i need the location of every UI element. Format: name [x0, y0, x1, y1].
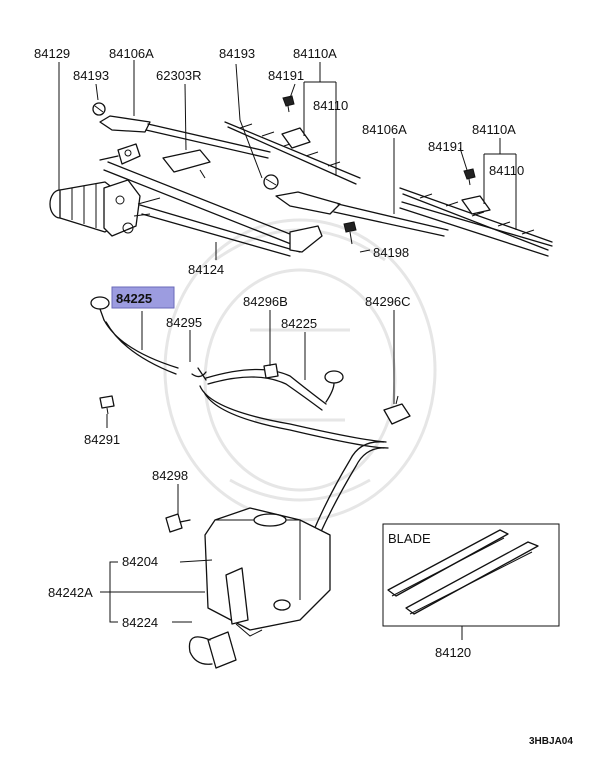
highlight-box	[111, 286, 175, 309]
callout-84191-left: 84191	[268, 68, 304, 83]
washer-hose-84295	[191, 367, 207, 381]
nut-84191-left	[282, 95, 295, 113]
callout-84295: 84295	[166, 315, 202, 330]
blade-box-title: BLADE	[388, 531, 431, 546]
wiper-linkage	[49, 143, 323, 257]
washer-nozzle-right	[324, 370, 344, 403]
callout-84110a-left: 84110A	[293, 46, 337, 61]
wiper-arm-right	[275, 191, 449, 237]
callout-84296b: 84296B	[243, 294, 288, 309]
callout-84106a-left: 84106A	[109, 46, 154, 61]
washer-tank	[204, 507, 331, 637]
diagram-code: 3HBJA04	[529, 736, 573, 747]
callout-84242a: 84242A	[48, 585, 93, 600]
callout-labels: 84129 84106A 84193 84193 62303R 84191 84…	[34, 46, 573, 747]
callout-84291: 84291	[84, 432, 120, 447]
callout-84124: 84124	[188, 262, 224, 277]
bolt-84198	[343, 221, 357, 245]
wiper-arm-left	[99, 115, 271, 159]
callout-84129: 84129	[34, 46, 70, 61]
callout-84193-right: 84193	[219, 46, 255, 61]
callout-62303r: 62303R	[156, 68, 202, 83]
clip-84193-right	[263, 174, 279, 190]
blade-inset	[382, 523, 560, 627]
wiper-blade-left	[224, 121, 361, 185]
callout-84204: 84204	[122, 554, 158, 569]
callout-84193-left: 84193	[73, 68, 109, 83]
washer-nozzle-left	[90, 296, 179, 375]
callout-84298: 84298	[152, 468, 188, 483]
callout-84110-left: 84110	[313, 98, 348, 113]
callout-84191-right: 84191	[428, 139, 464, 154]
callout-84120: 84120	[435, 645, 471, 660]
clip-84193-left	[92, 102, 106, 116]
cowl-cap	[162, 149, 211, 173]
callout-84225-highlighted: 84225	[116, 291, 152, 306]
callout-84110-right: 84110	[489, 163, 524, 178]
wiper-blade-right	[399, 187, 553, 257]
callout-84198: 84198	[373, 245, 409, 260]
callout-84296c: 84296C	[365, 294, 411, 309]
grommet-84291	[99, 395, 115, 415]
callout-84224: 84224	[122, 615, 158, 630]
wiper-motor	[49, 179, 161, 237]
washer-pump	[188, 631, 237, 669]
bolt-84298	[165, 513, 191, 533]
connector-84296b	[263, 358, 279, 379]
callout-84110a-right: 84110A	[472, 122, 516, 137]
callout-84225: 84225	[281, 316, 317, 331]
leader-lines	[58, 60, 517, 640]
nut-84191-right	[463, 168, 476, 186]
callout-84106a-right: 84106A	[362, 122, 407, 137]
clamp-84296c	[383, 395, 411, 425]
